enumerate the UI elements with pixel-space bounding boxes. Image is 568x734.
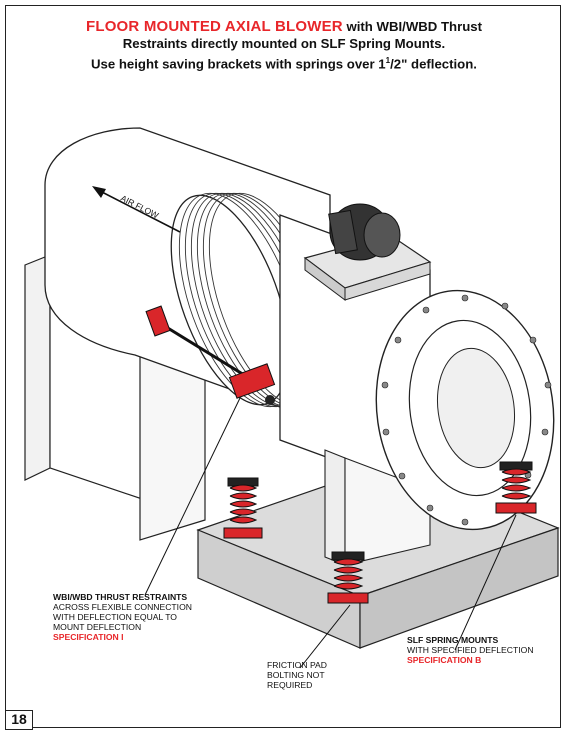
page-title: FLOOR MOUNTED AXIAL BLOWER with WBI/WBD …: [20, 18, 548, 72]
callout-spring-heading: SLF SPRING MOUNTS: [407, 635, 499, 645]
callout-spring-spec: SPECIFICATION B: [407, 655, 482, 665]
title-line3-pre: Use height saving brackets with springs …: [91, 56, 386, 72]
title-line3-post: " deflection.: [401, 56, 477, 72]
spring-mount-right: [495, 461, 537, 514]
spring-mounts: [223, 461, 537, 604]
callout-thrust-restraints: WBI/WBD THRUST RESTRAINTS ACROSS FLEXIBL…: [53, 592, 192, 642]
title-line3-frac: /2: [390, 56, 402, 72]
title-product-slf: SLF: [320, 36, 346, 51]
title-red-text: FLOOR MOUNTED AXIAL BLOWER: [85, 18, 343, 35]
callout-friction-line: BOLTING NOT: [267, 670, 325, 680]
page-number: 18: [5, 710, 33, 730]
spring-mount-front-left: [327, 551, 369, 604]
callout-spring-mounts: SLF SPRING MOUNTS WITH SPECIFIED DEFLECT…: [407, 635, 534, 665]
title-line3-sup: 1: [385, 56, 391, 65]
callout-thrust-line: MOUNT DEFLECTION: [53, 622, 142, 632]
callout-leaders: [144, 397, 517, 669]
callout-friction-pad: FRICTION PAD BOLTING NOT REQUIRED: [267, 660, 327, 690]
title-product-wbi: WBI/WBD: [376, 19, 438, 34]
spring-mount-rear-left: [223, 477, 263, 539]
callout-thrust-heading: WBI/WBD THRUST RESTRAINTS: [53, 592, 188, 602]
title-line2-post: Spring Mounts.: [345, 36, 446, 51]
thrust-restraint: [145, 305, 276, 405]
callout-friction-line: FRICTION PAD: [267, 660, 327, 670]
motor-assembly: [303, 203, 432, 301]
callout-thrust-spec: SPECIFICATION I: [53, 632, 124, 642]
page-frame: [5, 5, 561, 728]
title-line2-pre: Restraints directly mounted on: [122, 36, 321, 51]
callout-thrust-line: WITH DEFLECTION EQUAL TO: [53, 612, 177, 622]
title-with: with: [342, 19, 377, 34]
title-thrust: Thrust: [437, 19, 483, 34]
callout-spring-line: WITH SPECIFIED DEFLECTION: [407, 645, 534, 655]
callout-friction-line: REQUIRED: [267, 680, 313, 690]
callout-thrust-line: ACROSS FLEXIBLE CONNECTION: [53, 602, 192, 612]
